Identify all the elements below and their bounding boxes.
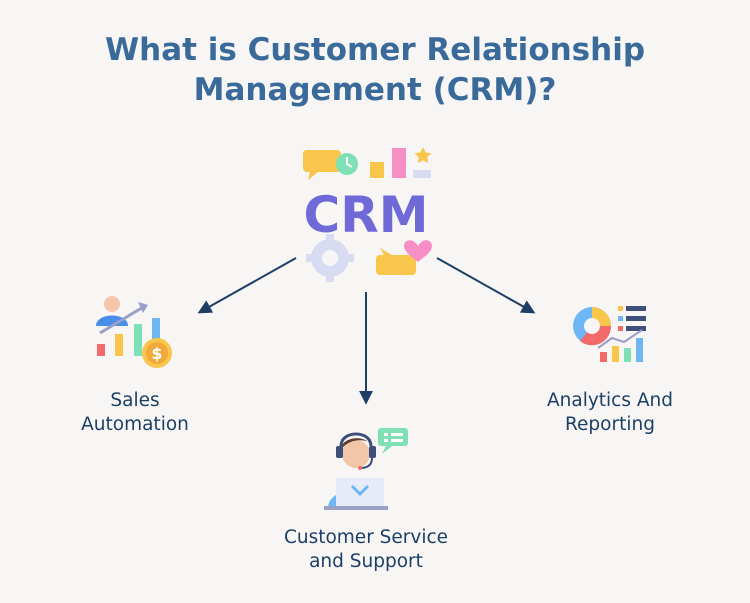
branch-label-line-1: Customer Service	[283, 527, 449, 548]
arrow-to-analytics	[436, 257, 536, 314]
branch-label-line-1: Sales	[110, 390, 160, 411]
analytics-report-icon	[573, 306, 646, 362]
branch-label-line-2: and Support	[309, 551, 423, 572]
crm-logo-icon: CRM	[303, 147, 432, 282]
page-title: What is Customer Relationship Management…	[0, 30, 750, 110]
branch-label-line-1: Analytics And	[546, 390, 673, 411]
sales-chart-icon: $	[96, 296, 172, 368]
crm-logo-text: CRM	[304, 186, 429, 244]
support-agent-icon	[324, 428, 408, 510]
branch-label-line-2: Automation	[81, 414, 189, 435]
branch-label-sales: Sales Automation	[40, 389, 230, 437]
title-line-2: Management (CRM)?	[193, 72, 557, 108]
branch-label-support: Customer Service and Support	[256, 526, 476, 574]
title-line-1: What is Customer Relationship	[104, 32, 646, 68]
branch-label-analytics: Analytics And Reporting	[510, 389, 710, 437]
arrow-to-sales	[197, 257, 297, 314]
branch-label-line-2: Reporting	[565, 414, 655, 435]
svg-text:$: $	[151, 344, 162, 363]
